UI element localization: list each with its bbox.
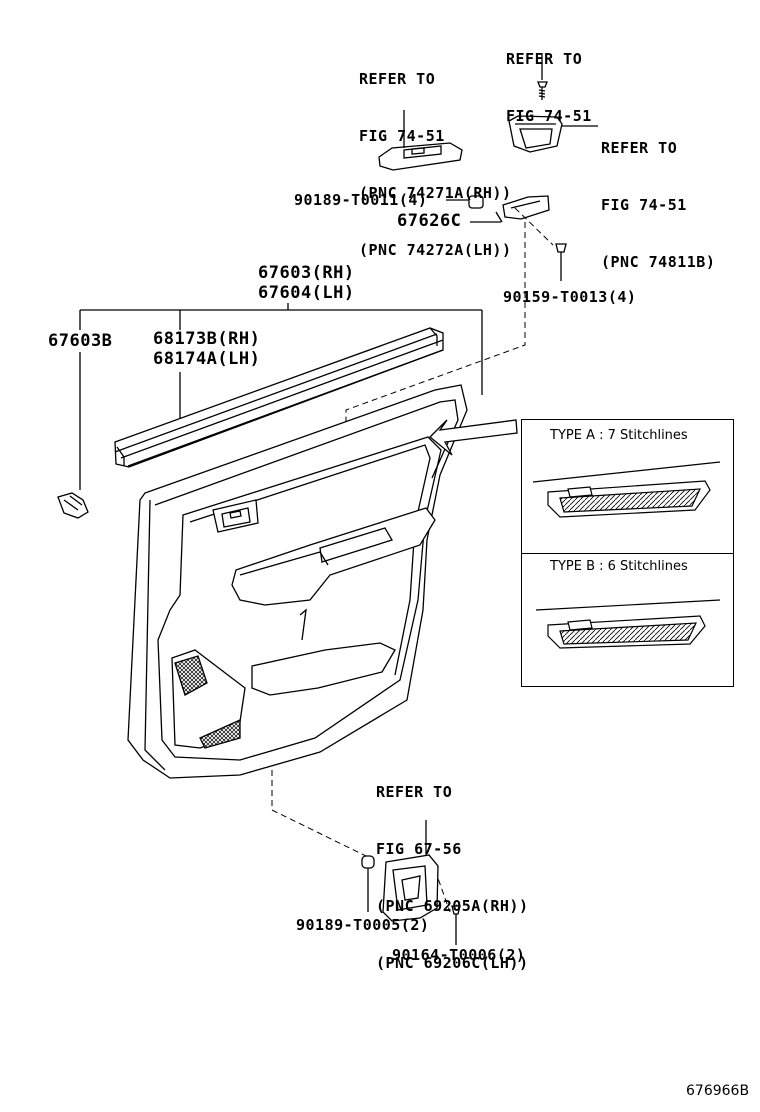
callout-line: FIG 67-56 xyxy=(376,840,462,858)
callout-line: REFER TO xyxy=(601,139,678,157)
callout-line: FIG 74-51 xyxy=(601,196,687,214)
part-90189-t0011: 90189-T0011(4) xyxy=(294,191,428,209)
callout-refer-switch: REFER TO FIG 74-51 (PNC 74271A(RH)) (PNC… xyxy=(359,32,512,279)
callout-line: (PNC 69206C(LH)) xyxy=(376,954,529,972)
part-90159-t0013: 90159-T0013(4) xyxy=(503,288,637,306)
part-67604-lh: 67604(LH) xyxy=(258,283,355,303)
inset-type-a: TYPE A : 7 Stitchlines xyxy=(550,428,688,443)
part-67603b: 67603B xyxy=(48,331,113,351)
screw-90164-icon xyxy=(451,905,461,945)
part-90164-t0006: 90164-T0006(2) xyxy=(392,946,526,964)
inside-door-handle xyxy=(382,820,439,922)
clip-90189-t0011-icon xyxy=(446,195,484,209)
part-68174a-lh: 68174A(LH) xyxy=(153,349,261,369)
part-67626c: 67626C xyxy=(397,211,462,231)
panel-leader xyxy=(79,303,483,490)
callout-line: (PNC 74811B) xyxy=(601,253,716,271)
callout-refer-top: REFER TO FIG 74-51 xyxy=(506,12,592,145)
inset-type-b: TYPE B : 6 Stitchlines xyxy=(550,559,688,574)
stitchline-inset xyxy=(521,419,734,687)
part-67603-rh: 67603(RH) xyxy=(258,263,355,283)
door-pocket xyxy=(508,115,598,153)
callout-line: (PNC 69205A(RH)) xyxy=(376,897,529,915)
power-window-switch xyxy=(378,110,463,171)
callout-line: (PNC 74271A(RH)) xyxy=(359,184,512,202)
clip-90189-t0005-icon xyxy=(361,855,375,912)
bracket-67626c-icon xyxy=(470,195,550,223)
callout-refer-handle: REFER TO FIG 67-56 (PNC 69205A(RH)) (PNC… xyxy=(376,745,529,992)
clip-67603b-icon xyxy=(57,492,89,519)
figure-id: 676966B xyxy=(686,1083,750,1099)
callout-refer-cup: REFER TO FIG 74-51 (PNC 74811B) xyxy=(601,101,715,291)
callout-line: REFER TO xyxy=(376,783,453,801)
callout-line: FIG 74-51 xyxy=(359,127,445,145)
callout-line: (PNC 74272A(LH)) xyxy=(359,241,512,259)
part-90189-t0005: 90189-T0005(2) xyxy=(296,916,430,934)
screw-90159-icon xyxy=(555,243,567,281)
callout-line: FIG 74-51 xyxy=(506,107,592,125)
door-trim-panel xyxy=(127,384,518,779)
part-68173b-rh: 68173B(RH) xyxy=(153,329,261,349)
inset-divider xyxy=(522,553,733,554)
weatherstrip xyxy=(114,327,444,468)
screw-top-icon xyxy=(537,55,548,100)
stitchline-illustrations xyxy=(532,461,721,649)
callout-line: REFER TO xyxy=(506,50,583,68)
callout-line: REFER TO xyxy=(359,70,436,88)
